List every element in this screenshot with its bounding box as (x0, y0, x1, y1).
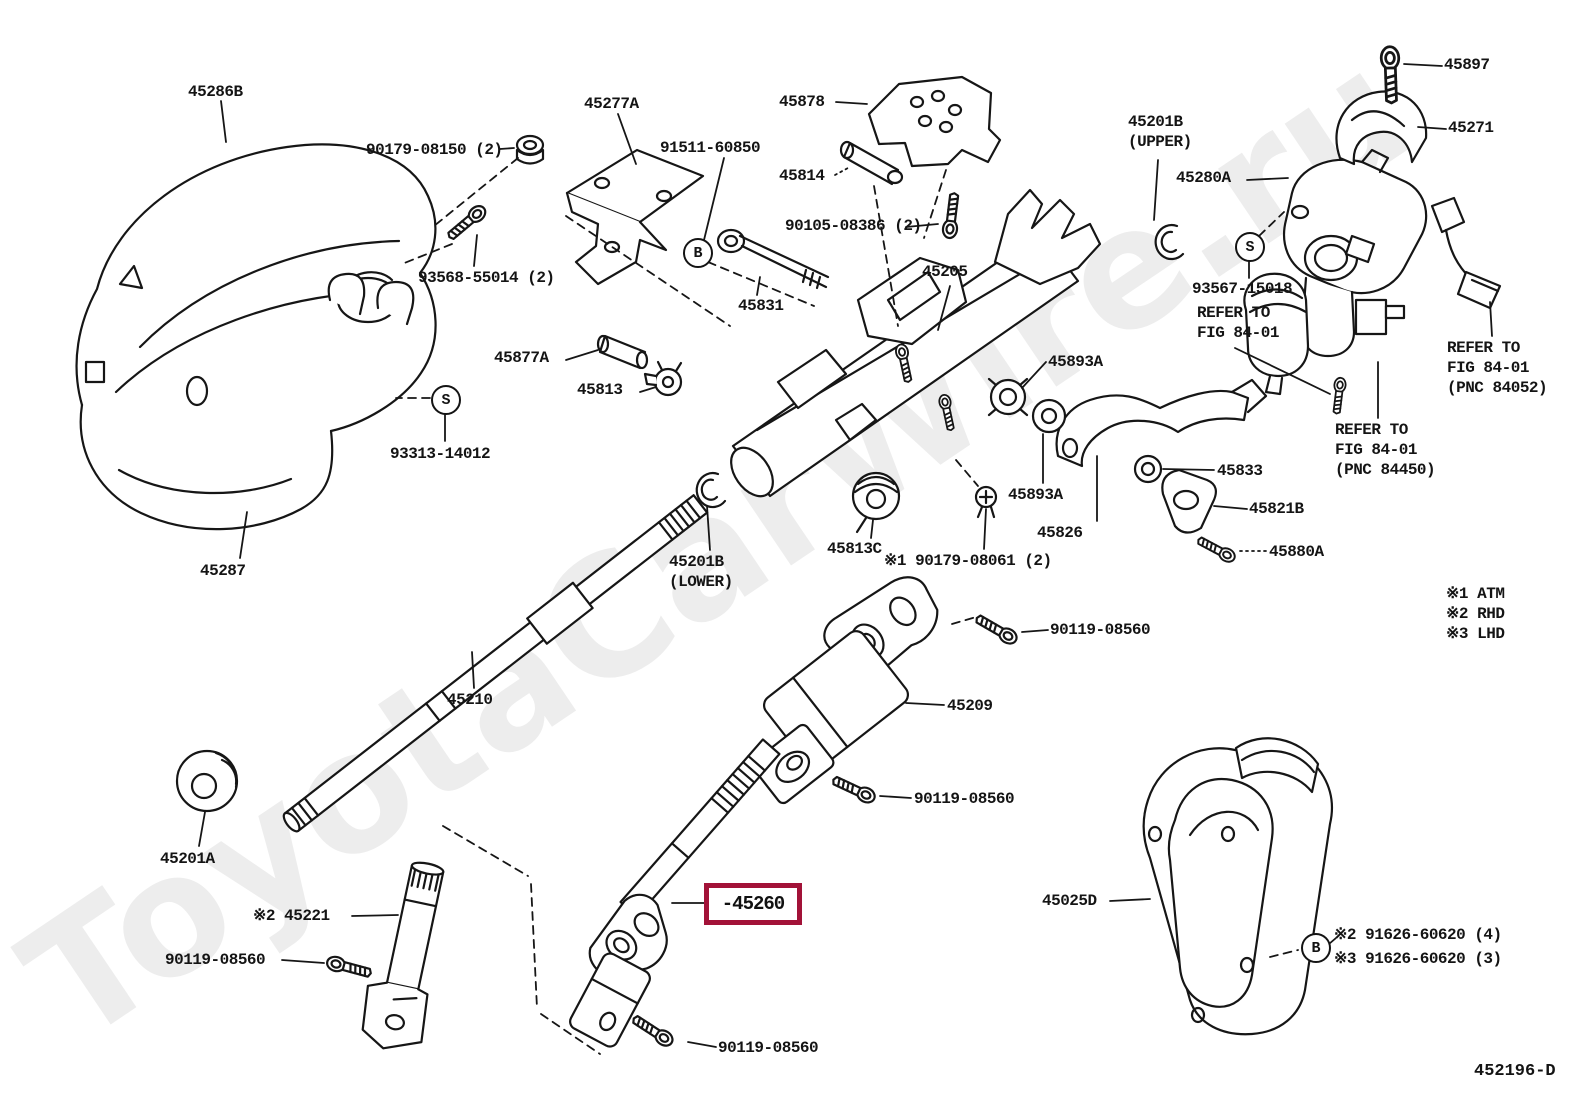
bolt-90119-4-drawing (628, 1011, 677, 1050)
clamp-45271-drawing (1335, 90, 1428, 166)
nut-45833-drawing (1133, 454, 1163, 484)
column-cover-upper-drawing (75, 143, 437, 503)
screw-fig8401-drawing (1330, 376, 1348, 416)
dashed-lines (395, 157, 1299, 1055)
bushing-45893a-drawing (1031, 398, 1067, 434)
key-cylinder-drawing (1243, 272, 1310, 396)
main-shaft-45210-drawing (282, 494, 709, 833)
legend-variant-notes: ※1 ATM ※2 RHD ※3 LHD (1446, 585, 1505, 643)
part-label-90179-08150[interactable]: 90179-08150 (2) (366, 141, 503, 159)
ignition-switch-wire-drawing (1354, 196, 1502, 336)
part-label-93568-55014[interactable]: 93568-55014 (2) (418, 269, 555, 287)
bolt-90119-2-drawing (829, 772, 879, 807)
part-label-45833[interactable]: 45833 (1217, 462, 1263, 480)
part-label-45897[interactable]: 45897 (1444, 56, 1490, 74)
part-label-45201b-lower[interactable]: 45201B (LOWER) (669, 553, 733, 591)
part-label-45893a-upper[interactable]: 45893A (1048, 353, 1103, 371)
part-label-45221[interactable]: ※2 45221 (253, 907, 330, 925)
figure-code: 452196-D (1474, 1062, 1556, 1081)
part-label-45813[interactable]: 45813 (577, 381, 623, 399)
callout-circle-b-bracket: B (683, 238, 713, 268)
part-label-91626-lhd[interactable]: ※3 91626-60620 (3) (1334, 950, 1502, 968)
pin-45814-drawing (839, 140, 904, 186)
leader-lines (198, 63, 1493, 1048)
part-label-45287[interactable]: 45287 (200, 562, 246, 580)
stub-shaft-45221-drawing (361, 861, 445, 1050)
part-label-45209[interactable]: 45209 (947, 697, 993, 715)
callout-circle-s-lock: S (1235, 232, 1265, 262)
column-cover-lower-drawing (79, 403, 334, 531)
screw-90179-08061-drawing (974, 485, 998, 519)
bracket-45277a-drawing (565, 148, 705, 286)
part-label-45201b-upper[interactable]: 45201B (UPPER) (1128, 113, 1192, 151)
part-label-45286b[interactable]: 45286B (188, 83, 243, 101)
bracket-45826-drawing (1055, 378, 1268, 468)
part-label-45831[interactable]: 45831 (738, 297, 784, 315)
part-label-90119-4[interactable]: 90119-08560 (718, 1039, 819, 1057)
note-refer-fig8401-pnc84450: REFER TO FIG 84-01 (PNC 84450) (1335, 421, 1436, 479)
note-refer-fig8401-pnc84052: REFER TO FIG 84-01 (PNC 84052) (1447, 339, 1548, 397)
part-label-93567-15018[interactable]: 93567-15018 (1192, 280, 1293, 298)
joint-45260-drawing (569, 893, 668, 1048)
grommet-45813c-drawing (851, 471, 901, 534)
highlighted-part-label-45260[interactable]: -45260 (704, 883, 802, 925)
clamp-45821b-drawing (1161, 468, 1218, 534)
clip-45813-drawing (643, 360, 683, 397)
bracket-45878-drawing (867, 75, 1002, 168)
callout-circle-b-cover: B (1301, 933, 1331, 963)
nut-90179-08150-drawing (515, 134, 545, 165)
part-label-91626-rhd[interactable]: ※2 91626-60620 (4) (1334, 926, 1502, 944)
part-label-45813c[interactable]: 45813C (827, 540, 882, 558)
bearing-45201a-drawing (175, 749, 239, 813)
part-label-45814[interactable]: 45814 (779, 167, 825, 185)
part-label-45201a[interactable]: 45201A (160, 850, 215, 868)
snap-ring-45201b-upper-drawing (1154, 223, 1185, 261)
screw-93568-drawing (443, 201, 490, 244)
pin-45877a-drawing (596, 334, 649, 370)
part-label-90179-08061[interactable]: ※1 90179-08061 (2) (884, 552, 1052, 570)
part-label-45025d[interactable]: 45025D (1042, 892, 1097, 910)
joint-45209-drawing (751, 576, 939, 805)
note-refer-fig8401: REFER TO FIG 84-01 (1197, 304, 1279, 342)
part-label-45277a[interactable]: 45277A (584, 95, 639, 113)
part-label-45878[interactable]: 45878 (779, 93, 825, 111)
part-label-45210[interactable]: 45210 (447, 691, 493, 709)
part-label-45205[interactable]: 45205 (922, 263, 968, 281)
bolt-90119-1-drawing (972, 610, 1021, 648)
bolt-45831-drawing (716, 228, 830, 290)
screw-45880a-drawing (1194, 533, 1239, 566)
part-label-91511-60850[interactable]: 91511-60850 (660, 139, 761, 157)
part-label-90119-1[interactable]: 90119-08560 (1050, 621, 1151, 639)
part-label-45893a-lower[interactable]: 45893A (1008, 486, 1063, 504)
part-label-45877a[interactable]: 45877A (494, 349, 549, 367)
callout-circle-s-cover: S (431, 385, 461, 415)
ignition-housing-45280a-drawing (1282, 148, 1428, 358)
part-label-45271[interactable]: 45271 (1448, 119, 1494, 137)
part-label-93313-14012[interactable]: 93313-14012 (390, 445, 491, 463)
part-label-90119-3[interactable]: 90119-08560 (165, 951, 266, 969)
hole-cover-45025d-drawing (1142, 737, 1333, 1036)
bolt-90119-3-drawing (324, 953, 374, 982)
screw-90105-drawing (940, 191, 963, 240)
part-label-45880a[interactable]: 45880A (1269, 543, 1324, 561)
snap-ring-45201b-lower-inner (700, 478, 719, 501)
part-label-90119-2[interactable]: 90119-08560 (914, 790, 1015, 808)
part-label-90105-08386[interactable]: 90105-08386 (2) (785, 217, 922, 235)
snap-ring-45201b-upper-inner (1160, 230, 1178, 253)
part-label-45821b[interactable]: 45821B (1249, 500, 1304, 518)
grommet-45893a-drawing (987, 377, 1029, 417)
snap-ring-45201b-lower-drawing (695, 471, 727, 509)
column-tube-45205-drawing (730, 188, 1102, 498)
part-label-45826[interactable]: 45826 (1037, 524, 1083, 542)
part-label-45280a[interactable]: 45280A (1176, 169, 1231, 187)
dotted-leaders (834, 167, 1267, 552)
